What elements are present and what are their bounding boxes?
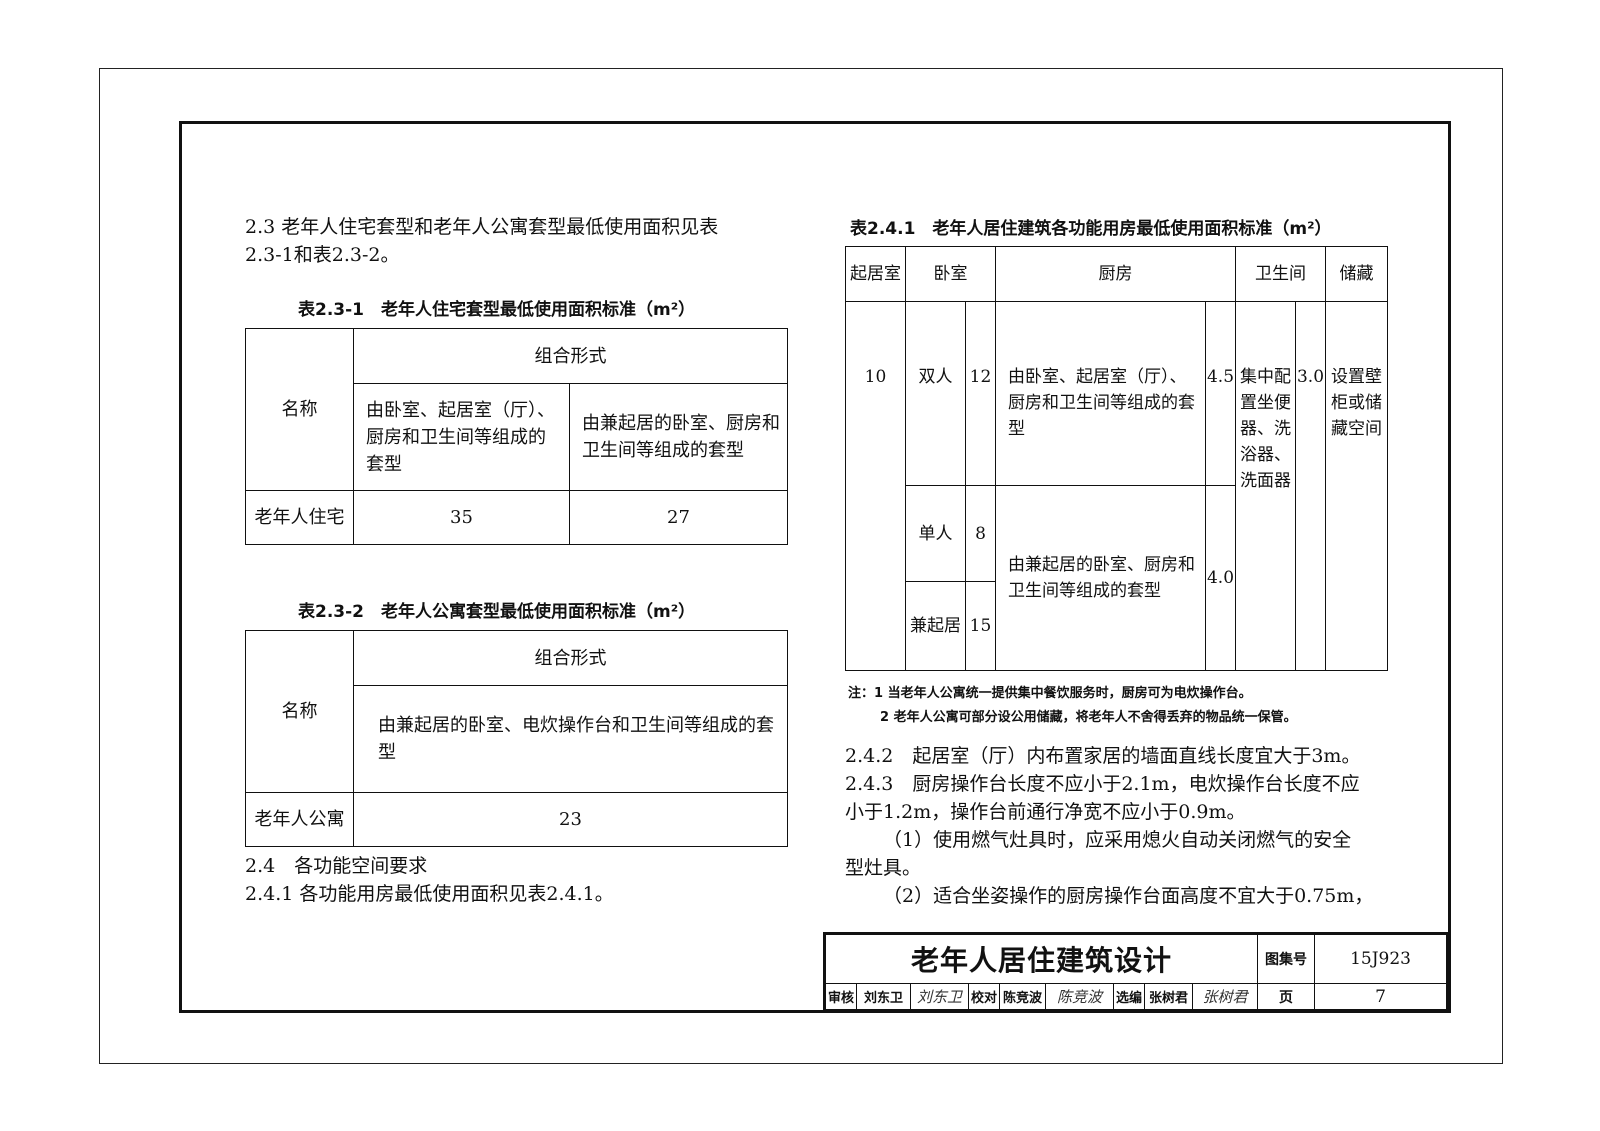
bathroom-value: 3.0 xyxy=(1295,301,1326,671)
atlas-number: 15J923 xyxy=(1314,934,1448,984)
living-room-value: 10 xyxy=(845,301,906,671)
header-bathroom: 卫生间 xyxy=(1235,246,1326,302)
table-2-3-2: 名称 组合形式 由兼起居的卧室、电炊操作台和卫生间等组成的套型 老年人公寓 23 xyxy=(245,630,788,847)
bathroom-text: 集中配置坐便器、洗浴器、洗面器 xyxy=(1235,301,1296,671)
section-2-4-heading: 2.4 各功能空间要求 xyxy=(245,855,428,877)
header-group: 组合形式 xyxy=(353,328,788,384)
reviewer-signature: 刘东卫 xyxy=(910,983,969,1010)
kitchen-suite-2-text: 由兼起居的卧室、厨房和卫生间等组成的套型 xyxy=(995,485,1206,671)
table-2-3-2-caption: 表2.3-2 老年人公寓套型最低使用面积标准（m²） xyxy=(298,602,696,622)
header-group: 组合形式 xyxy=(353,630,788,686)
table-2-4-1-caption: 表2.4.1 老年人居住建筑各功能用房最低使用面积标准（m²） xyxy=(850,219,1332,239)
header-storage: 储藏 xyxy=(1325,246,1388,302)
compiler-signature: 张树君 xyxy=(1191,983,1259,1010)
bedroom-combo-value: 15 xyxy=(965,581,996,671)
section-2-3-line2: 2.3-1和表2.3-2。 xyxy=(245,244,400,266)
bedroom-double: 双人 xyxy=(905,301,966,486)
header-living-room: 起居室 xyxy=(845,246,906,302)
storage-text: 设置壁柜或储藏空间 xyxy=(1325,301,1388,671)
table-2-3-1: 名称 组合形式 由卧室、起居室（厅）、厨房和卫生间等组成的套型 由兼起居的卧室、… xyxy=(245,328,788,545)
item-1-line1: （1）使用燃气灶具时，应采用熄火自动关闭燃气的安全 xyxy=(883,829,1352,851)
row-label: 老年人公寓 xyxy=(245,792,354,847)
outer-frame xyxy=(99,68,1503,1064)
bedroom-single: 单人 xyxy=(905,485,966,582)
section-2-4-2-text: 2.4.2 起居室（厅）内布置家居的墙面直线长度宜大于3m。 xyxy=(845,745,1361,767)
drawing-title: 老年人居住建筑设计 xyxy=(824,934,1259,984)
bedroom-combo: 兼起居 xyxy=(905,581,966,671)
kitchen-suite-2-value: 4.0 xyxy=(1205,485,1236,671)
header-name: 名称 xyxy=(245,328,354,491)
header-name: 名称 xyxy=(245,630,354,793)
item-2-line1: （2）适合坐姿操作的厨房操作台面高度不宜大于0.75m， xyxy=(883,885,1374,907)
bedroom-single-value: 8 xyxy=(965,485,996,582)
checker-signature: 陈竞波 xyxy=(1045,983,1114,1010)
checker-name: 陈竞波 xyxy=(999,983,1046,1010)
row-label: 老年人住宅 xyxy=(245,490,354,545)
page-label: 页 xyxy=(1257,983,1316,1010)
note-1: 注：1 当老年人公寓统一提供集中餐饮服务时，厨房可为电炊操作台。 xyxy=(848,686,1252,701)
atlas-number-label: 图集号 xyxy=(1257,934,1316,984)
header-col-1: 由卧室、起居室（厅）、厨房和卫生间等组成的套型 xyxy=(353,383,570,491)
header-bedroom: 卧室 xyxy=(905,246,996,302)
review-label: 审核 xyxy=(825,983,857,1010)
kitchen-suite-1-text: 由卧室、起居室（厅）、厨房和卫生间等组成的套型 xyxy=(995,301,1206,486)
row-value-1: 23 xyxy=(353,792,788,847)
kitchen-suite-1-value: 4.5 xyxy=(1205,301,1236,486)
compile-label: 选编 xyxy=(1113,983,1145,1010)
page-number: 7 xyxy=(1314,983,1448,1010)
title-block: 老年人居住建筑设计 图集号 15J923 审核 刘东卫 刘东卫 校对 陈竞波 陈… xyxy=(823,932,1448,1011)
section-2-4-3-line1: 2.4.3 厨房操作台长度不应小于2.1m，电炊操作台长度不应 xyxy=(845,773,1360,795)
drawing-frame xyxy=(179,121,1451,1013)
check-label: 校对 xyxy=(968,983,1000,1010)
header-col-2: 由兼起居的卧室、厨房和卫生间等组成的套型 xyxy=(569,383,788,491)
item-1-line2: 型灶具。 xyxy=(845,857,922,879)
section-2-3-line1: 2.3 老年人住宅套型和老年人公寓套型最低使用面积见表 xyxy=(245,216,719,238)
header-col-1: 由兼起居的卧室、电炊操作台和卫生间等组成的套型 xyxy=(353,685,788,793)
header-kitchen: 厨房 xyxy=(995,246,1236,302)
section-2-4-1-text: 2.4.1 各功能用房最低使用面积见表2.4.1。 xyxy=(245,883,614,905)
table-2-4-1: 起居室 卧室 厨房 卫生间 储藏 10 双人 12 由卧室、起居室（厅）、厨房和… xyxy=(845,246,1388,671)
table-2-3-1-caption: 表2.3-1 老年人住宅套型最低使用面积标准（m²） xyxy=(298,300,696,320)
section-2-4-3-line2: 小于1.2m，操作台前通行净宽不应小于0.9m。 xyxy=(845,801,1246,823)
row-value-2: 27 xyxy=(569,490,788,545)
reviewer-name: 刘东卫 xyxy=(856,983,911,1010)
table-notes: 注：1 当老年人公寓统一提供集中餐饮服务时，厨房可为电炊操作台。 2 老年人公寓… xyxy=(848,682,1297,730)
bedroom-double-value: 12 xyxy=(965,301,996,486)
row-value-1: 35 xyxy=(353,490,570,545)
note-2: 2 老年人公寓可部分设公用储藏，将老年人不舍得丢弃的物品统一保管。 xyxy=(880,710,1297,725)
compiler-name: 张树君 xyxy=(1144,983,1193,1010)
